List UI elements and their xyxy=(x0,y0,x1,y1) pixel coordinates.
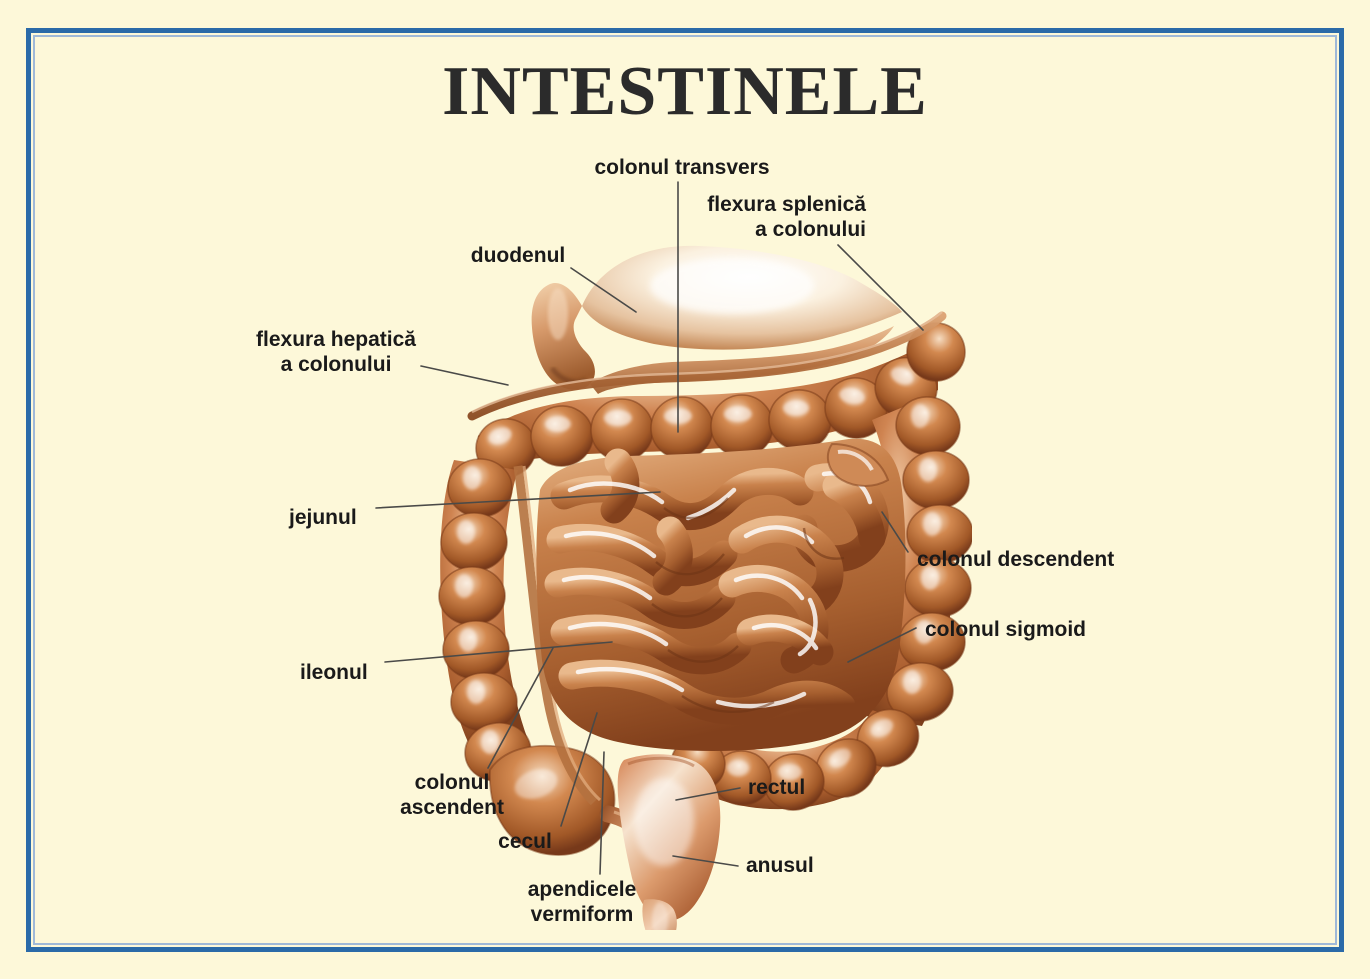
label-jejunul: jejunul xyxy=(289,506,357,529)
anus xyxy=(642,899,677,930)
label-anusul: anusul xyxy=(746,854,814,877)
label-colonul-ascendent: colonul ascendent xyxy=(400,771,504,819)
small-intestine-mass xyxy=(536,438,906,751)
label-rectul: rectul xyxy=(748,776,806,799)
label-colonul-descendent: colonul descendent xyxy=(917,548,1115,571)
label-flexura-splenica: flexura splenică a colonului xyxy=(707,193,866,241)
label-colonul-sigmoid: colonul sigmoid xyxy=(925,618,1086,641)
label-apendicele-vermiform: apendicele vermiform xyxy=(527,878,637,926)
descending-colon xyxy=(866,396,972,726)
label-flexura-hepatica: flexura hepatică a colonului xyxy=(256,328,416,376)
page-title: INTESTINELE xyxy=(442,53,928,130)
label-cecul: cecul xyxy=(498,830,552,853)
label-ileonul: ileonul xyxy=(300,661,368,684)
intestines-illustration xyxy=(432,240,972,930)
poster-frame-inner xyxy=(33,35,1337,945)
poster-frame-outer xyxy=(26,28,1344,952)
label-colonul-transvers: colonul transvers xyxy=(594,156,770,179)
label-duodenul: duodenul xyxy=(470,244,566,267)
stomach-duodenum-group xyxy=(531,245,902,394)
transverse-colon xyxy=(467,311,966,478)
